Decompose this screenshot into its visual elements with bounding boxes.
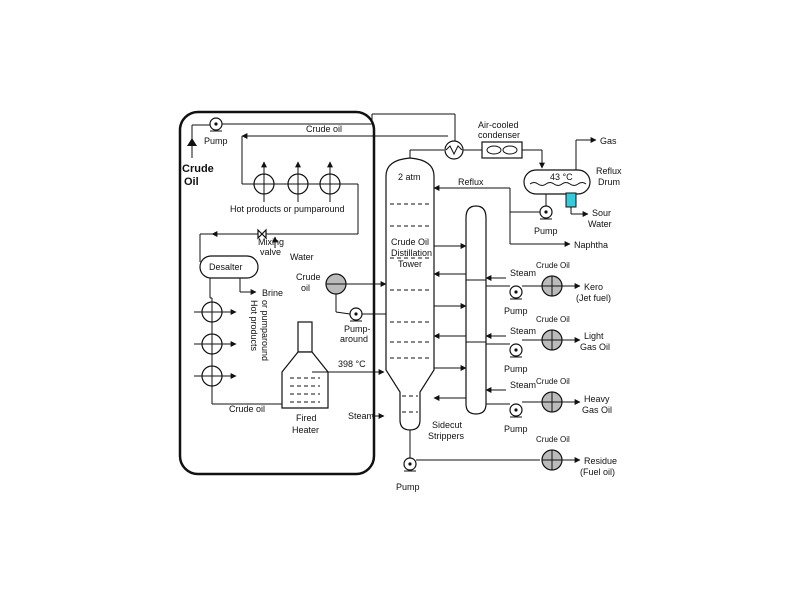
label-kero-2: (Jet fuel) — [576, 293, 611, 303]
label-steam-tower: Steam — [348, 411, 374, 421]
label-crude-feed-1: Crude — [182, 163, 214, 175]
hx-column-left — [194, 298, 237, 387]
crude-feed-arrow — [187, 138, 197, 146]
label-pump-bottom: Pump — [396, 482, 420, 492]
crude-distillation-tower — [385, 157, 435, 431]
label-tower-1: Crude Oil — [391, 237, 429, 247]
air-cooled-condenser — [481, 141, 523, 159]
label-water: Water — [290, 252, 314, 262]
product-train-heavy — [486, 391, 581, 418]
label-crude-oil-hx3: Crude Oil — [536, 377, 570, 386]
highlight-box — [178, 110, 376, 476]
label-pump-light: Pump — [504, 364, 528, 374]
label-fired-heater-2: Heater — [292, 425, 319, 435]
label-residue-2: (Fuel oil) — [580, 467, 615, 477]
label-hot-products-vertical: Hot products — [249, 300, 259, 352]
overhead-exchanger — [444, 140, 464, 160]
label-gas: Gas — [600, 136, 617, 146]
label-tower-3: Tower — [398, 259, 422, 269]
pump-top — [209, 117, 223, 132]
sidecut-strippers — [465, 205, 487, 415]
label-steam-2: Steam — [510, 326, 536, 336]
pumparound-pump — [349, 307, 363, 322]
label-naphtha: Naphtha — [574, 240, 608, 250]
label-sidecut-2: Strippers — [428, 431, 465, 441]
label-hot-products-top: Hot products or pumparound — [230, 204, 345, 214]
label-crude-oil-hx1: Crude Oil — [536, 261, 570, 270]
label-tower-2: Distillation — [391, 248, 432, 258]
pa-link-line — [335, 311, 351, 315]
desalter-vessel — [199, 255, 259, 279]
label-sidecut-1: Sidecut — [432, 420, 463, 430]
label-crude-oil-bottom: Crude oil — [229, 404, 265, 414]
label-heavy-gas-oil-2: Gas Oil — [582, 405, 612, 415]
label-mixing-valve-2: valve — [260, 247, 281, 257]
mixing-valve — [257, 228, 267, 240]
reflux-drum — [523, 169, 591, 208]
label-steam-1: Steam — [510, 268, 536, 278]
label-temp-43: 43 °C — [550, 172, 573, 182]
label-mixing-valve-1: Mixing — [258, 237, 284, 247]
label-kero-1: Kero — [584, 282, 603, 292]
label-pressure-2atm: 2 atm — [398, 172, 421, 182]
hx-row-top — [253, 161, 341, 202]
label-pumparound-vertical: or pumparound — [260, 300, 270, 361]
label-air-cooled-2: condenser — [478, 130, 520, 140]
label-residue-1: Residue — [584, 456, 617, 466]
label-sour-water-1: Sour — [592, 208, 611, 218]
label-sour-water-2: Water — [588, 219, 612, 229]
label-fired-heater-1: Fired — [296, 413, 317, 423]
label-steam-3: Steam — [510, 380, 536, 390]
label-reflux-drum-1: Reflux — [596, 166, 622, 176]
pumparound-hx — [325, 273, 387, 312]
label-pumparound-1: Pump- — [344, 324, 371, 334]
label-temp-398: 398 °C — [338, 359, 366, 369]
label-heavy-gas-oil-1: Heavy — [584, 394, 610, 404]
label-air-cooled-1: Air-cooled — [478, 120, 519, 130]
product-train-light — [486, 329, 581, 358]
label-light-gas-oil-1: Light — [584, 331, 604, 341]
label-pump-heavy: Pump — [504, 424, 528, 434]
label-crude-oil-hx4: Crude Oil — [536, 435, 570, 444]
sour-water-boot — [565, 192, 577, 208]
label-reflux: Reflux — [458, 177, 484, 187]
label-pumparound-2: around — [340, 334, 368, 344]
label-crude-oil-pa-1: Crude — [296, 272, 321, 282]
label-brine: Brine — [262, 288, 283, 298]
label-crude-oil-hx2: Crude Oil — [536, 315, 570, 324]
label-pump-reflux: Pump — [534, 226, 558, 236]
label-light-gas-oil-2: Gas Oil — [580, 342, 610, 352]
pump-reflux — [539, 205, 553, 220]
label-crude-oil-pa-2: oil — [301, 283, 310, 293]
pump-bottom — [403, 457, 417, 472]
product-train-residue — [541, 449, 581, 471]
label-crude-oil-top: Crude oil — [306, 124, 342, 134]
label-crude-feed-2: Oil — [184, 176, 199, 188]
label-pump-top: Pump — [204, 136, 228, 146]
product-train-kero — [486, 275, 581, 300]
label-reflux-drum-2: Drum — [598, 177, 620, 187]
label-pump-kero: Pump — [504, 306, 528, 316]
label-desalter: Desalter — [209, 262, 243, 272]
fired-heater — [281, 321, 329, 409]
